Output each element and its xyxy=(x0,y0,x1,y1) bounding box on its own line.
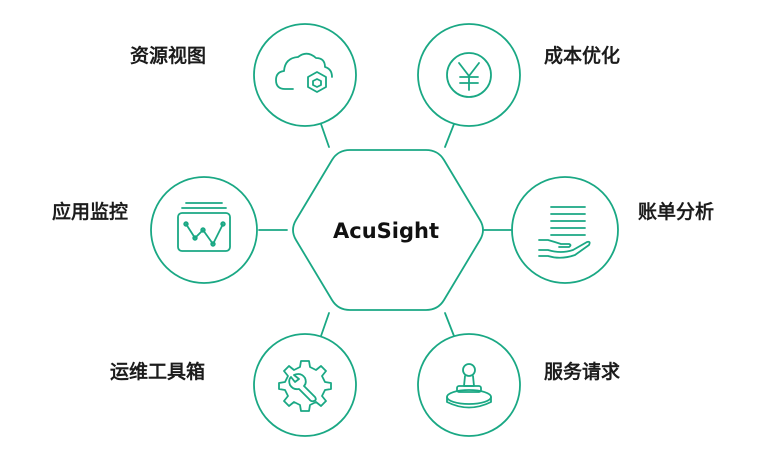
label-bill-analysis: 账单分析 xyxy=(638,201,715,223)
label-cost-optimization: 成本优化 xyxy=(544,45,621,67)
node-circle-bill-analysis xyxy=(511,176,619,284)
cloud-hexagon-icon xyxy=(275,52,333,93)
node-circle-ops-toolbox xyxy=(253,333,357,437)
center-hexagon xyxy=(292,149,484,311)
label-app-monitoring: 应用监控 xyxy=(52,201,129,223)
node-circle-service-request xyxy=(417,333,521,437)
stamp-icon xyxy=(446,363,492,409)
node-circle-cost-optimization xyxy=(417,23,521,127)
node-circle-resource-view xyxy=(253,23,357,127)
connector-ops-toolbox xyxy=(320,312,330,337)
connector-resource-view xyxy=(320,123,330,148)
label-resource-view: 资源视图 xyxy=(130,45,207,67)
hand-list-icon xyxy=(538,206,591,259)
connector-cost-optimization xyxy=(444,123,455,148)
connector-service-request xyxy=(444,312,455,337)
label-service-request: 服务请求 xyxy=(544,361,621,383)
label-ops-toolbox: 运维工具箱 xyxy=(110,361,206,383)
node-circle-app-monitoring xyxy=(150,176,258,284)
gear-wrench-icon xyxy=(278,360,332,412)
center-title: AcuSight xyxy=(333,219,439,243)
yen-icon xyxy=(446,52,492,98)
monitor-chart-icon xyxy=(177,202,231,252)
